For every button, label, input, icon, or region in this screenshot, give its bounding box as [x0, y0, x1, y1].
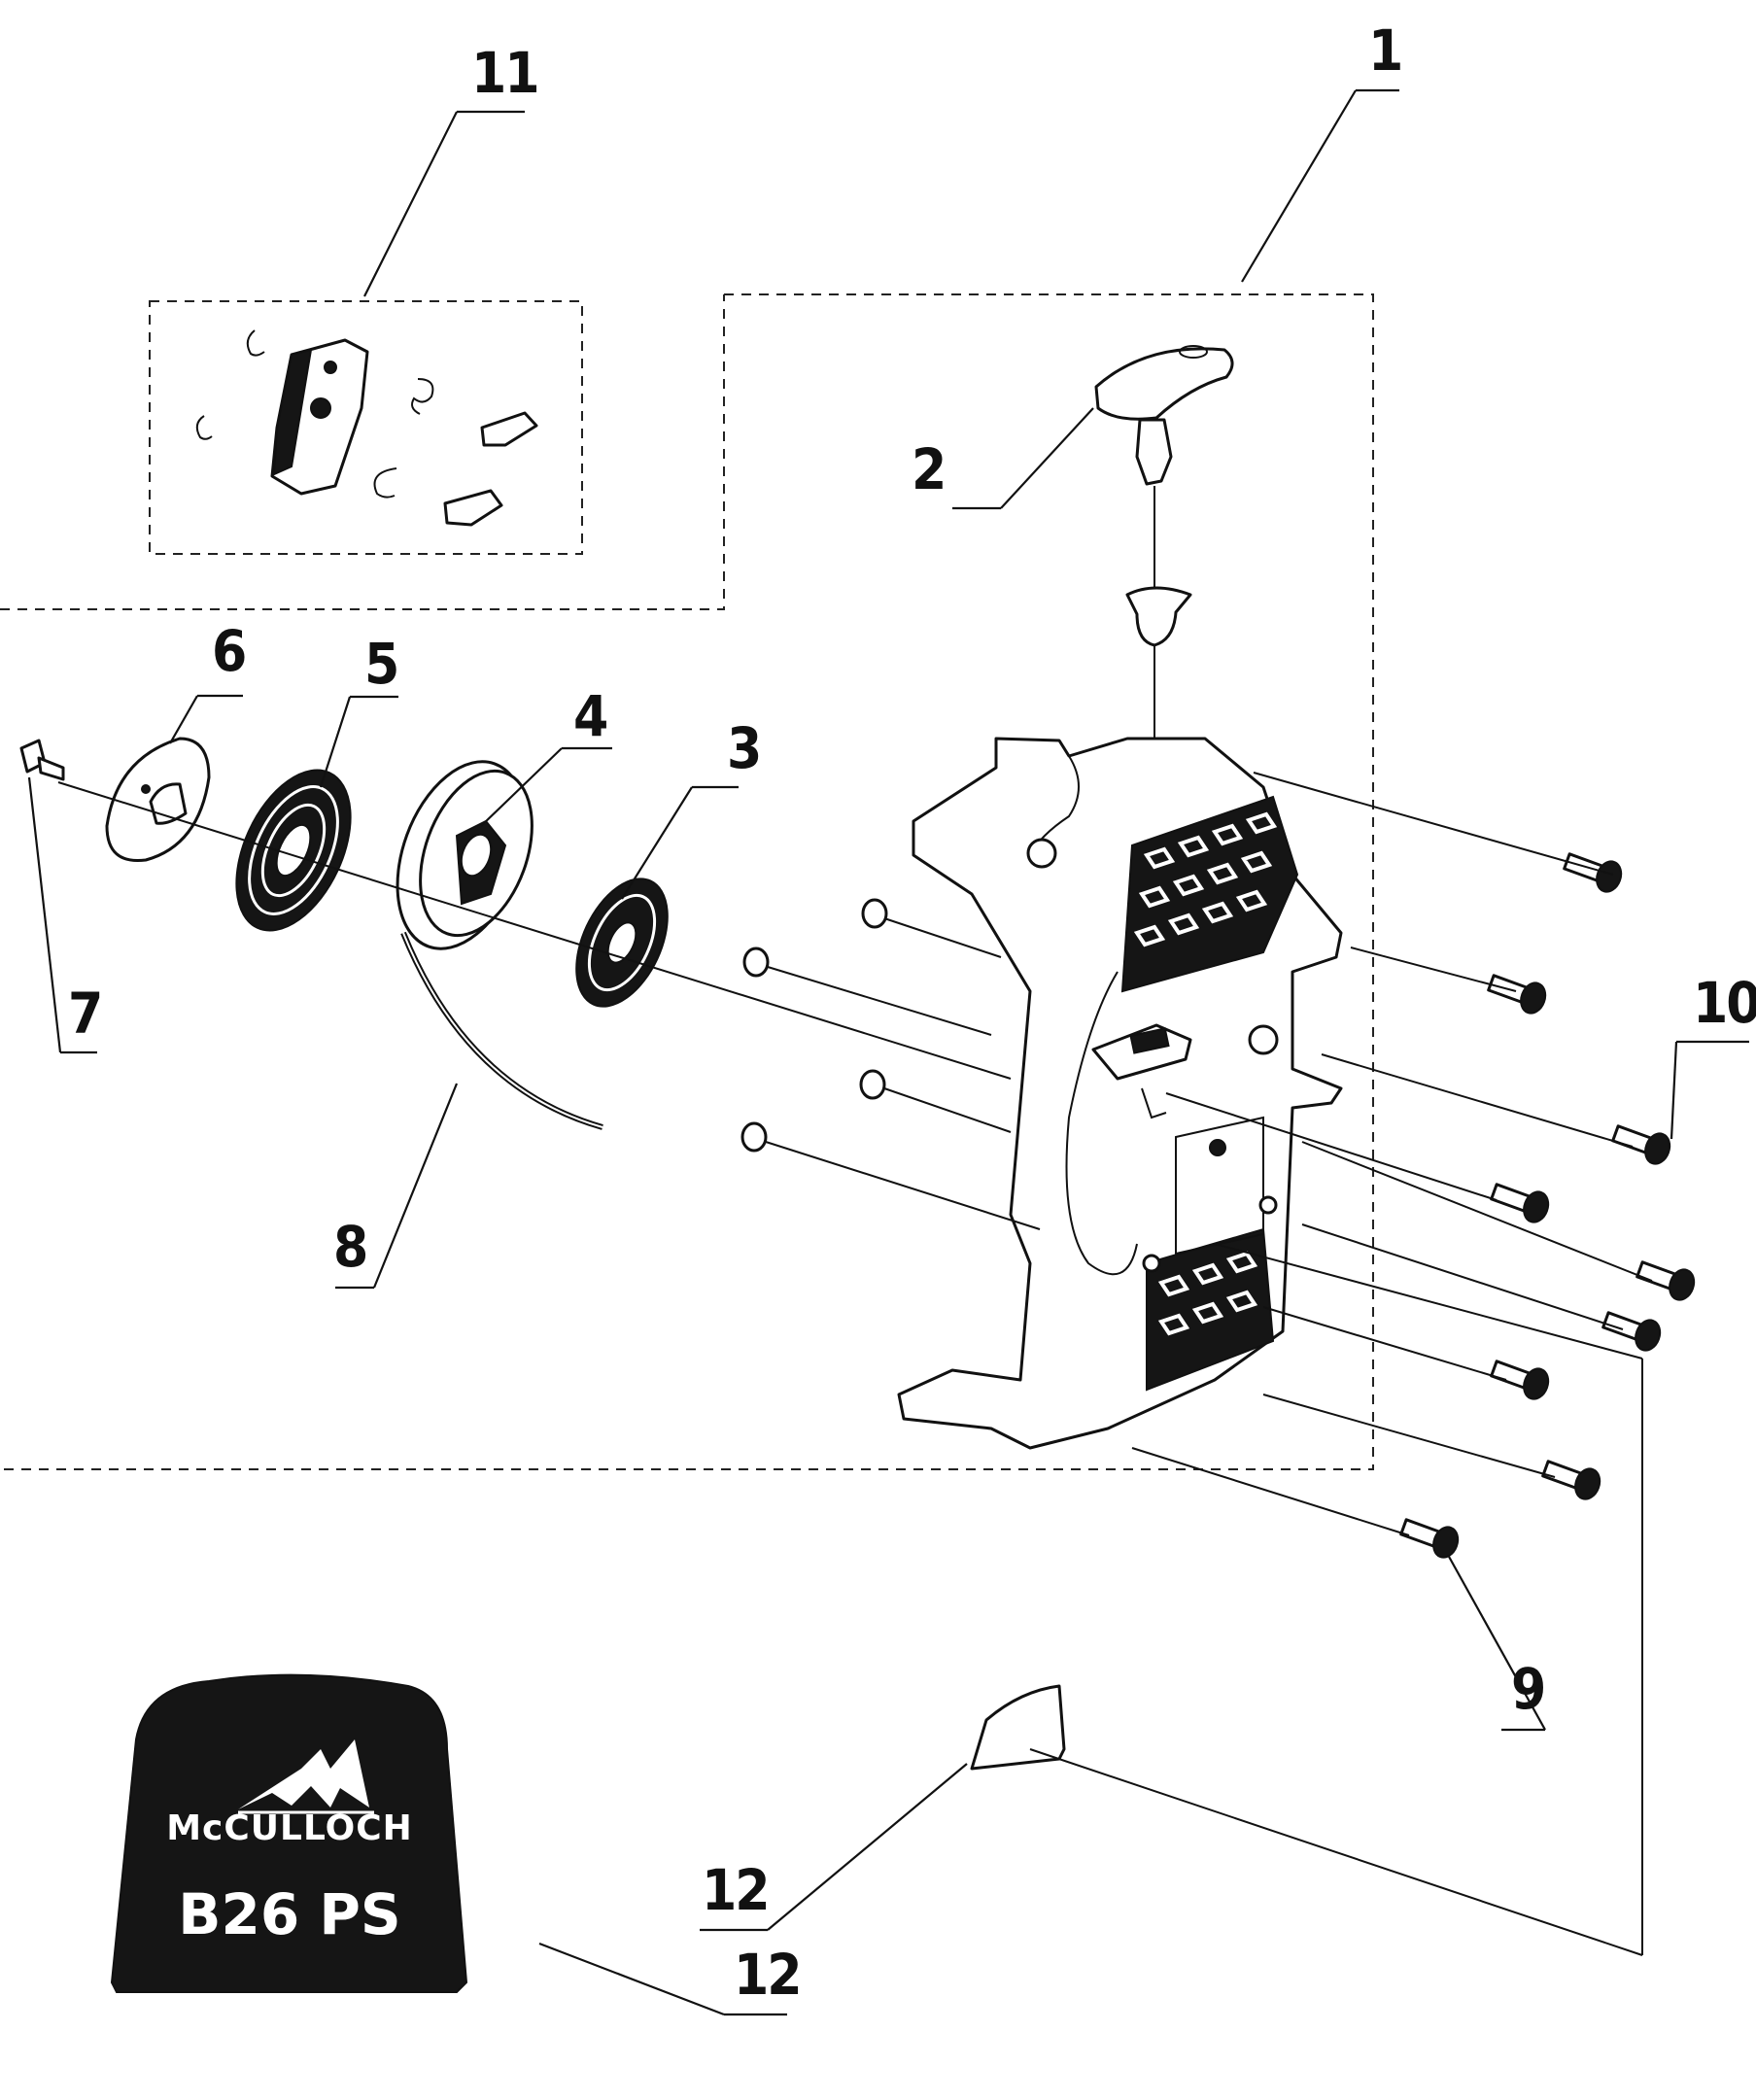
rope-8	[400, 931, 603, 1130]
label-2: 2	[912, 436, 945, 502]
label-7: 7	[68, 981, 101, 1047]
housing-screws	[1399, 852, 1696, 1559]
clip-3	[373, 467, 397, 499]
label-12b: 12	[734, 1942, 801, 2008]
clip-2	[195, 415, 213, 440]
decal-brand-text: McCULLOCH	[166, 1808, 413, 1848]
decal-model-text: B26 PS	[178, 1881, 400, 1947]
clip-1	[246, 329, 265, 357]
label-6: 6	[212, 618, 245, 684]
pawl-kit-parts	[195, 329, 538, 527]
decal-background	[110, 1673, 468, 1993]
pawl-1	[480, 411, 538, 447]
rope-guide	[1125, 586, 1192, 647]
pawl-carrier-shadow	[272, 348, 313, 476]
spring-clip	[411, 378, 434, 415]
small-decal	[970, 1684, 1066, 1771]
spring-5	[235, 769, 352, 932]
leader-lines	[27, 88, 1749, 2016]
bolt-7	[19, 739, 65, 781]
label-12a: 12	[702, 1857, 769, 1923]
part-labels: 1 2 3 4 5 6 7 8 9 10 11 12 12	[68, 17, 1756, 2008]
label-10: 10	[1693, 970, 1756, 1036]
starter-handle	[1094, 345, 1234, 486]
label-4: 4	[573, 683, 606, 749]
assembly-lines	[57, 772, 1653, 1956]
fan-housing	[897, 737, 1343, 1450]
pulley-4	[396, 760, 534, 950]
label-5: 5	[364, 631, 397, 697]
decal-logo-mountains	[238, 1739, 369, 1809]
kit-11-box	[149, 300, 583, 555]
assembly-1-boundary	[0, 293, 1374, 1470]
housing-studs	[740, 898, 888, 1153]
label-9: 9	[1511, 1656, 1544, 1722]
label-1: 1	[1368, 17, 1401, 84]
starter-pulley-assembly	[19, 737, 669, 1130]
assembly-boxes	[0, 293, 1374, 1470]
spring-3	[575, 878, 669, 1008]
pawl-2	[443, 489, 503, 527]
label-11: 11	[471, 40, 538, 106]
model-decal: McCULLOCH B26 PS	[110, 1673, 468, 1993]
label-8: 8	[333, 1214, 366, 1280]
label-3: 3	[727, 715, 760, 781]
